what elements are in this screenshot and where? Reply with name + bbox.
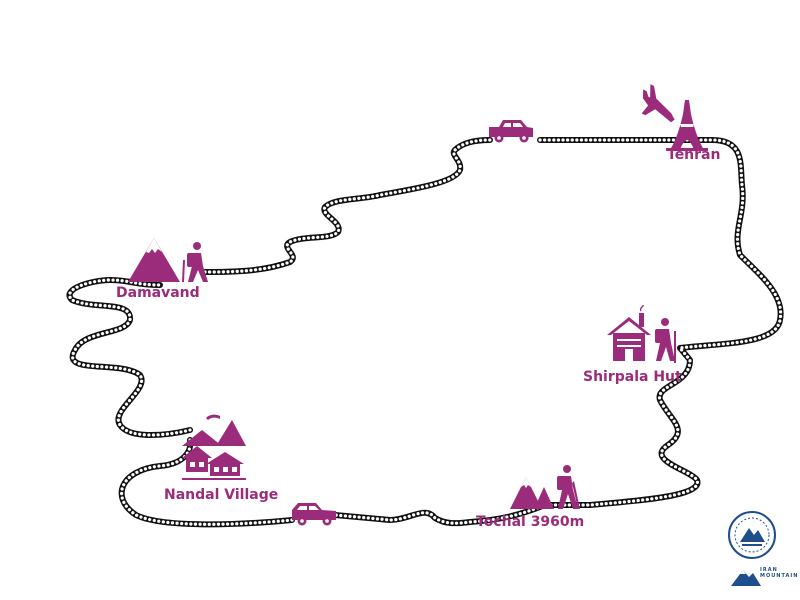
place-label-tochal: Tochal 3960m xyxy=(476,514,585,530)
iran-mountain-logo-icon xyxy=(728,511,776,559)
village-houses-icon xyxy=(182,414,246,480)
place-label-nandal: Nandal Village xyxy=(164,487,279,503)
place-label-shirpala: Shirpala Hut xyxy=(583,369,682,385)
place-label-damavand: Damavand xyxy=(116,285,200,301)
logo-text: IRAN MOUNTAIN xyxy=(760,567,799,579)
airplane-and-tower-icon xyxy=(641,84,708,151)
car-icon xyxy=(292,503,336,526)
place-label-tehran: Tehran xyxy=(667,147,721,163)
mountain-and-hiker-icon xyxy=(128,238,208,282)
peaks-and-hiker-icon xyxy=(510,465,580,509)
car-icon xyxy=(489,120,533,143)
hut-and-hiker-icon xyxy=(607,305,676,363)
mountain-logo-mark-icon xyxy=(731,570,761,586)
